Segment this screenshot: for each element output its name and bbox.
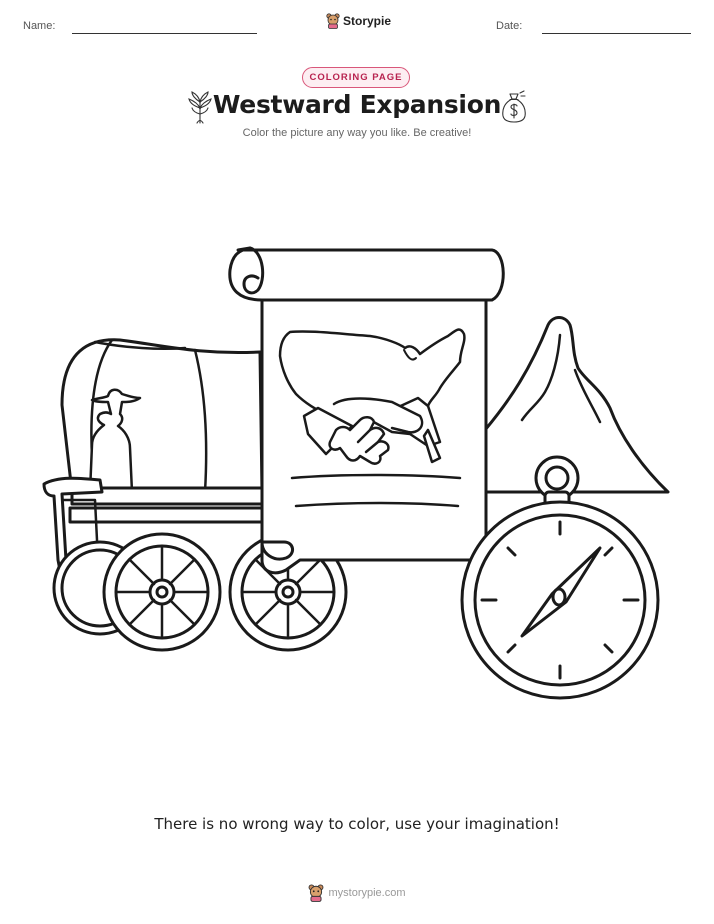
- handshake: [302, 396, 442, 465]
- money-bag-icon: [502, 90, 526, 123]
- brand-name: Storypie: [343, 14, 392, 28]
- site-footer: mystorypie.com: [0, 884, 714, 902]
- coloring-page-badge: COLORING PAGE: [302, 67, 410, 88]
- date-label: Date:: [496, 20, 523, 32]
- name-label: Name:: [23, 20, 56, 32]
- scroll: [228, 246, 505, 575]
- footer-message: There is no wrong way to color, use your…: [154, 815, 560, 833]
- bear-mascot-icon: [309, 884, 324, 902]
- wheat-sprig-icon: [188, 91, 212, 124]
- mountain: [482, 316, 670, 494]
- date-field-line[interactable]: [542, 33, 691, 34]
- compass: [460, 455, 660, 700]
- name-field-line[interactable]: [72, 33, 257, 34]
- brand-logo: Storypie: [326, 13, 391, 29]
- wagon-wheel-left: [102, 532, 222, 652]
- page-title: Westward Expansion: [212, 90, 502, 119]
- site-link[interactable]: mystorypie.com: [328, 887, 406, 899]
- us-map: [278, 328, 466, 429]
- bear-mascot-icon: [326, 13, 340, 29]
- page-subtitle: Color the picture any way you like. Be c…: [242, 127, 472, 139]
- westward-expansion-illustration[interactable]: [0, 230, 714, 710]
- pioneer-silhouette: [88, 388, 142, 494]
